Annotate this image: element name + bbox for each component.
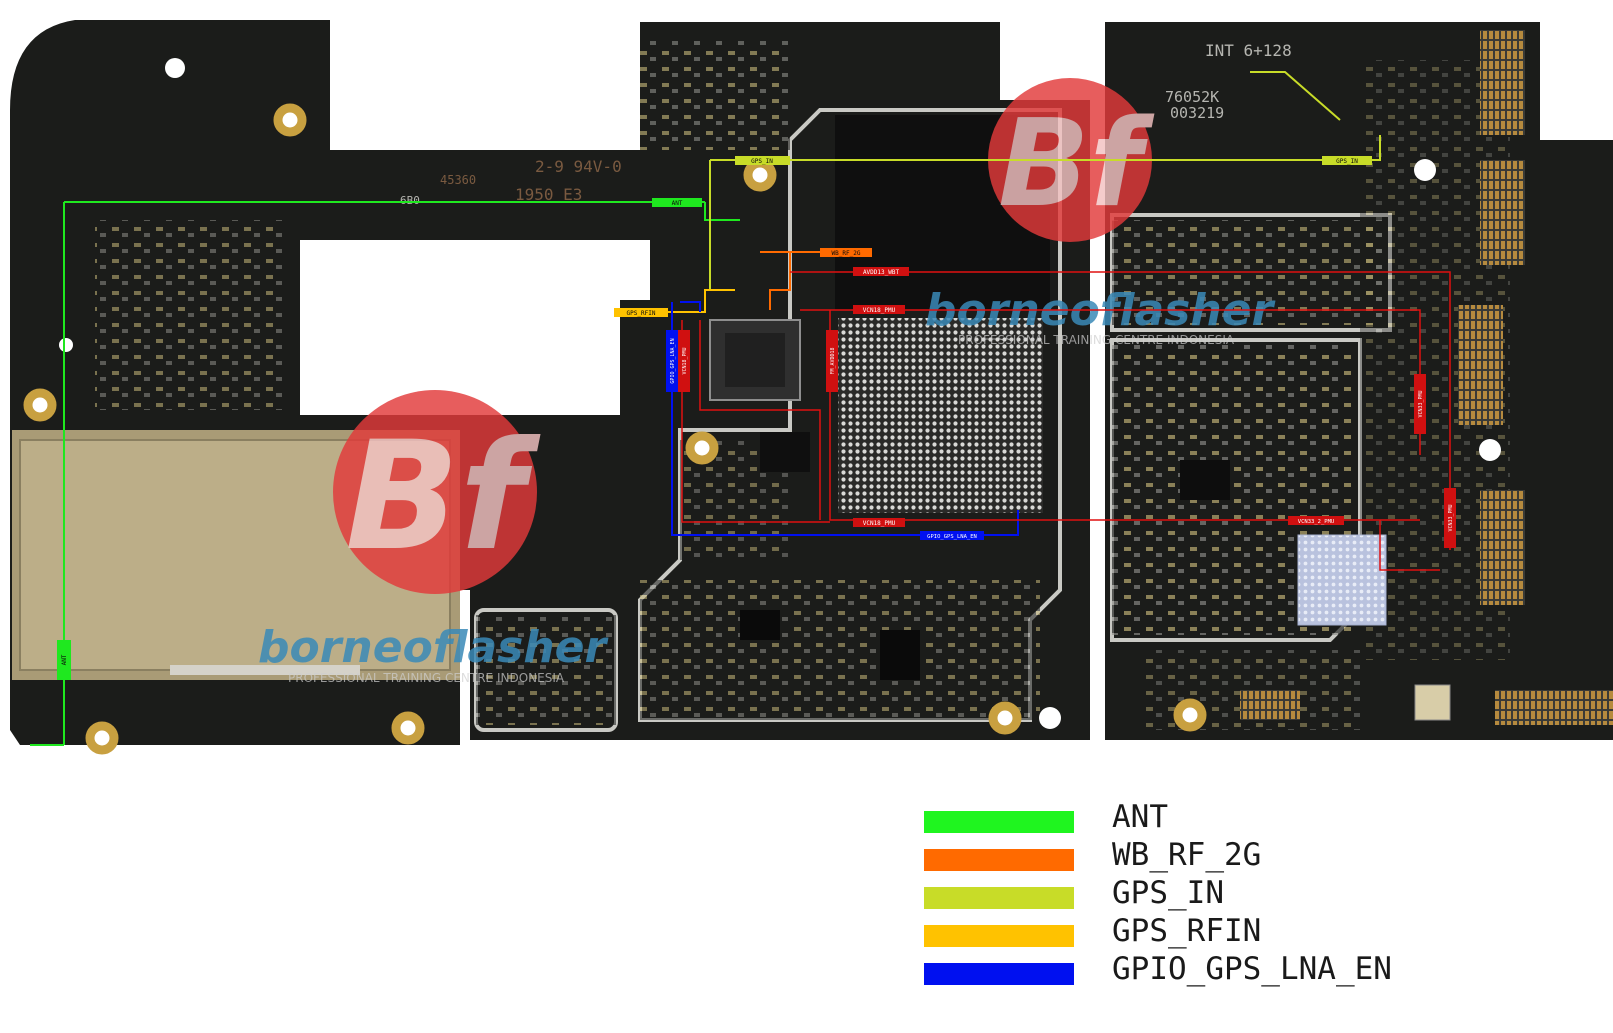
legend-label-wb-rf-2g: WB_RF_2G bbox=[1112, 837, 1262, 873]
watermark-brand-left: borneoflasher PROFESSIONAL TRAINING CENT… bbox=[258, 622, 608, 685]
rf-qfn-chip bbox=[709, 319, 801, 401]
watermark-tagline-right: PROFESSIONAL TRAINING CENTRE INDONESIA bbox=[958, 333, 1235, 347]
watermark-logo-letters-left: Bf bbox=[345, 410, 540, 584]
mounting-holes bbox=[23, 103, 1207, 755]
net-tags: ANT ANT GPS_IN GPS_IN WB_RF_2G AVDD13_WB… bbox=[57, 156, 1456, 680]
trace-gps-rfin bbox=[668, 289, 735, 313]
plain-holes bbox=[59, 58, 1501, 729]
tag-fm-avdd18: FM_AVDD18 bbox=[830, 347, 836, 374]
tag-avdd13-wbt: AVDD13_WBT bbox=[863, 269, 900, 276]
legend-item-ant: ANT bbox=[924, 799, 1484, 835]
legend-swatch-gpio-gps-lna-en bbox=[924, 963, 1074, 985]
pmic-bga bbox=[1297, 534, 1387, 626]
legend-item-gps-rfin: GPS_RFIN bbox=[924, 913, 1484, 949]
tag-wb-rf-2g: WB_RF_2G bbox=[832, 250, 861, 257]
tag-ant-top-bg bbox=[652, 198, 702, 207]
tag-vcn18-pmu-top: VCN18_PMU bbox=[863, 307, 896, 314]
legend-item-gps-in: GPS_IN bbox=[924, 875, 1484, 911]
legend-label-gps-in: GPS_IN bbox=[1112, 875, 1224, 911]
legend-swatch-gps-in bbox=[924, 887, 1074, 909]
tag-gps-in-left: GPS_IN bbox=[751, 158, 773, 165]
trace-wb-rf-2g bbox=[760, 251, 820, 310]
watermark-logo-letters-right: Bf bbox=[998, 95, 1154, 234]
tag-vcn33-pmu-a: VCN33_PMU bbox=[1418, 390, 1424, 417]
silk-code6: 6B0 bbox=[400, 194, 420, 207]
silkscreen-text: INT 6+128 76052K 003219 2-9 94V-0 1950 E… bbox=[400, 41, 1292, 207]
legend-swatch-gps-rfin bbox=[924, 925, 1074, 947]
trace-gps-in bbox=[709, 71, 1381, 290]
trace-gpio-gps-lna-en bbox=[671, 301, 1019, 536]
watermark-brand-text-left: borneoflasher bbox=[258, 622, 608, 673]
soc-bga bbox=[835, 115, 1050, 513]
legend-item-wb-rf-2g: WB_RF_2G bbox=[924, 837, 1484, 873]
watermark-brand-right: borneoflasher PROFESSIONAL TRAINING CENT… bbox=[925, 285, 1275, 347]
watermark-tagline-left: PROFESSIONAL TRAINING CENTRE INDONESIA bbox=[288, 671, 565, 685]
watermark-logo-left: Bf bbox=[333, 390, 541, 594]
tag-gpio-gps-lna-en-bottom: GPIO_GPS_LNA_EN bbox=[927, 534, 977, 540]
tag-gps-in-right: GPS_IN bbox=[1336, 158, 1358, 165]
silk-memory: INT 6+128 bbox=[1205, 41, 1292, 60]
tag-gpio-gps-lna-en-side: GPIO_GPS_LNA_EN bbox=[670, 338, 676, 383]
legend-label-ant: ANT bbox=[1112, 799, 1168, 835]
legend-label-gpio-gps-lna-en: GPIO_GPS_LNA_EN bbox=[1112, 951, 1392, 987]
silk-code4: 1950 E3 bbox=[515, 185, 582, 204]
silk-code2: 003219 bbox=[1170, 104, 1224, 122]
pcb-board-diagram: INT 6+128 76052K 003219 2-9 94V-0 1950 E… bbox=[10, 20, 1613, 755]
tag-vcn33-2-pmu: VCN33_2_PMU bbox=[1298, 519, 1334, 525]
legend-swatch-wb-rf-2g bbox=[924, 849, 1074, 871]
silk-code1: 76052K bbox=[1165, 88, 1219, 106]
tag-vcn33-pmu-b: VCN33_PMU bbox=[1448, 504, 1454, 531]
silk-code5: 45360 bbox=[440, 173, 476, 187]
legend-label-gps-rfin: GPS_RFIN bbox=[1112, 913, 1262, 949]
legend-swatch-ant bbox=[924, 811, 1074, 833]
tag-ant-side: ANT bbox=[61, 654, 68, 665]
silk-code3: 2-9 94V-0 bbox=[535, 157, 622, 176]
fpc-connectors bbox=[1240, 30, 1613, 725]
tag-vcn18-pmu-bottom: VCN18_PMU bbox=[863, 520, 896, 527]
tag-gps-rfin: GPS_RFIN bbox=[627, 310, 656, 317]
legend-item-gpio-gps-lna-en: GPIO_GPS_LNA_EN bbox=[924, 951, 1484, 987]
tag-vcn18-pmu-vert: VCN18_PMU bbox=[682, 347, 688, 374]
tag-ant-top: ANT bbox=[672, 200, 683, 207]
